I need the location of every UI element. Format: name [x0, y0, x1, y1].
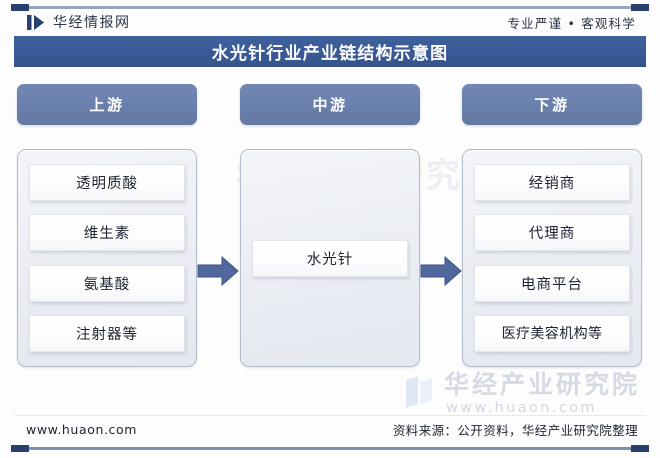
arrow-upstream-to-midstream	[196, 254, 240, 288]
node-label: 经销商	[528, 176, 576, 192]
column-upstream: 上游 透明质酸 维生素 氨基酸 注射器等	[17, 84, 197, 367]
watermark-bottom-url: www.huaon.com	[446, 400, 597, 417]
top-accent-rule	[11, 4, 649, 11]
node-label: 维生素	[83, 226, 131, 243]
bottom-rule-cap-right	[631, 445, 649, 452]
page-title: 水光针行业产业链结构示意图	[211, 44, 449, 64]
column-panel-upstream: 透明质酸 维生素 氨基酸 注射器等	[17, 149, 197, 367]
node-label: 代理商	[528, 226, 576, 243]
column-panel-downstream: 经销商 代理商 电商平台 医疗美容机构等	[462, 149, 642, 367]
column-header-upstream: 上游	[17, 84, 197, 125]
node-label: 水光针	[306, 251, 354, 268]
node-downstream-4[interactable]: 医疗美容机构等	[474, 314, 630, 352]
supply-chain-diagram: 上游 透明质酸 维生素 氨基酸 注射器等	[0, 84, 660, 394]
node-upstream-3[interactable]: 氨基酸	[29, 264, 185, 302]
brand-name: 华经情报网	[53, 15, 131, 31]
column-header-label: 上游	[89, 96, 125, 114]
footer: www.huaon.com 资料来源：公开资料，华经产业研究院整理	[14, 415, 646, 442]
node-label: 电商平台	[521, 276, 583, 293]
node-label: 医疗美容机构等	[501, 326, 603, 343]
node-label: 注射器等	[76, 326, 138, 343]
column-downstream: 下游 经销商 代理商 电商平台 医疗美容机构等	[462, 84, 642, 367]
column-midstream: 中游 水光针	[240, 84, 420, 367]
node-upstream-1[interactable]: 透明质酸	[29, 164, 185, 201]
column-header-downstream: 下游	[462, 84, 642, 125]
top-rule-cap-right	[631, 4, 649, 11]
node-downstream-2[interactable]: 代理商	[474, 214, 630, 252]
bottom-accent-rule	[11, 445, 649, 452]
node-midstream-1[interactable]: 水光针	[252, 239, 408, 277]
footer-source-note: 资料来源：公开资料，华经产业研究院整理	[392, 422, 638, 438]
column-panel-midstream: 水光针	[240, 149, 420, 367]
bar-triangle-logo-icon	[27, 14, 46, 30]
node-upstream-4[interactable]: 注射器等	[29, 314, 185, 352]
column-header-label: 下游	[534, 96, 570, 114]
top-rule-cap-left	[11, 4, 29, 11]
node-downstream-1[interactable]: 经销商	[474, 164, 630, 201]
node-upstream-2[interactable]: 维生素	[29, 214, 185, 252]
node-label: 透明质酸	[76, 176, 138, 192]
column-header-label: 中游	[312, 96, 348, 114]
watermark-logo-icon	[404, 374, 434, 418]
bottom-rule-cap-left	[11, 445, 29, 452]
chart-title-bar: 水光针行业产业链结构示意图	[14, 36, 646, 67]
brand-tagline: 专业严谨 • 客观科学	[507, 15, 636, 31]
masthead: 华经情报网 专业严谨 • 客观科学	[14, 9, 646, 35]
footer-site-url[interactable]: www.huaon.com	[26, 421, 138, 437]
column-header-midstream: 中游	[240, 84, 420, 125]
node-label: 氨基酸	[83, 276, 131, 293]
node-downstream-3[interactable]: 电商平台	[474, 264, 630, 302]
brand: 华经情报网	[14, 12, 131, 32]
arrow-midstream-to-downstream	[419, 254, 463, 288]
